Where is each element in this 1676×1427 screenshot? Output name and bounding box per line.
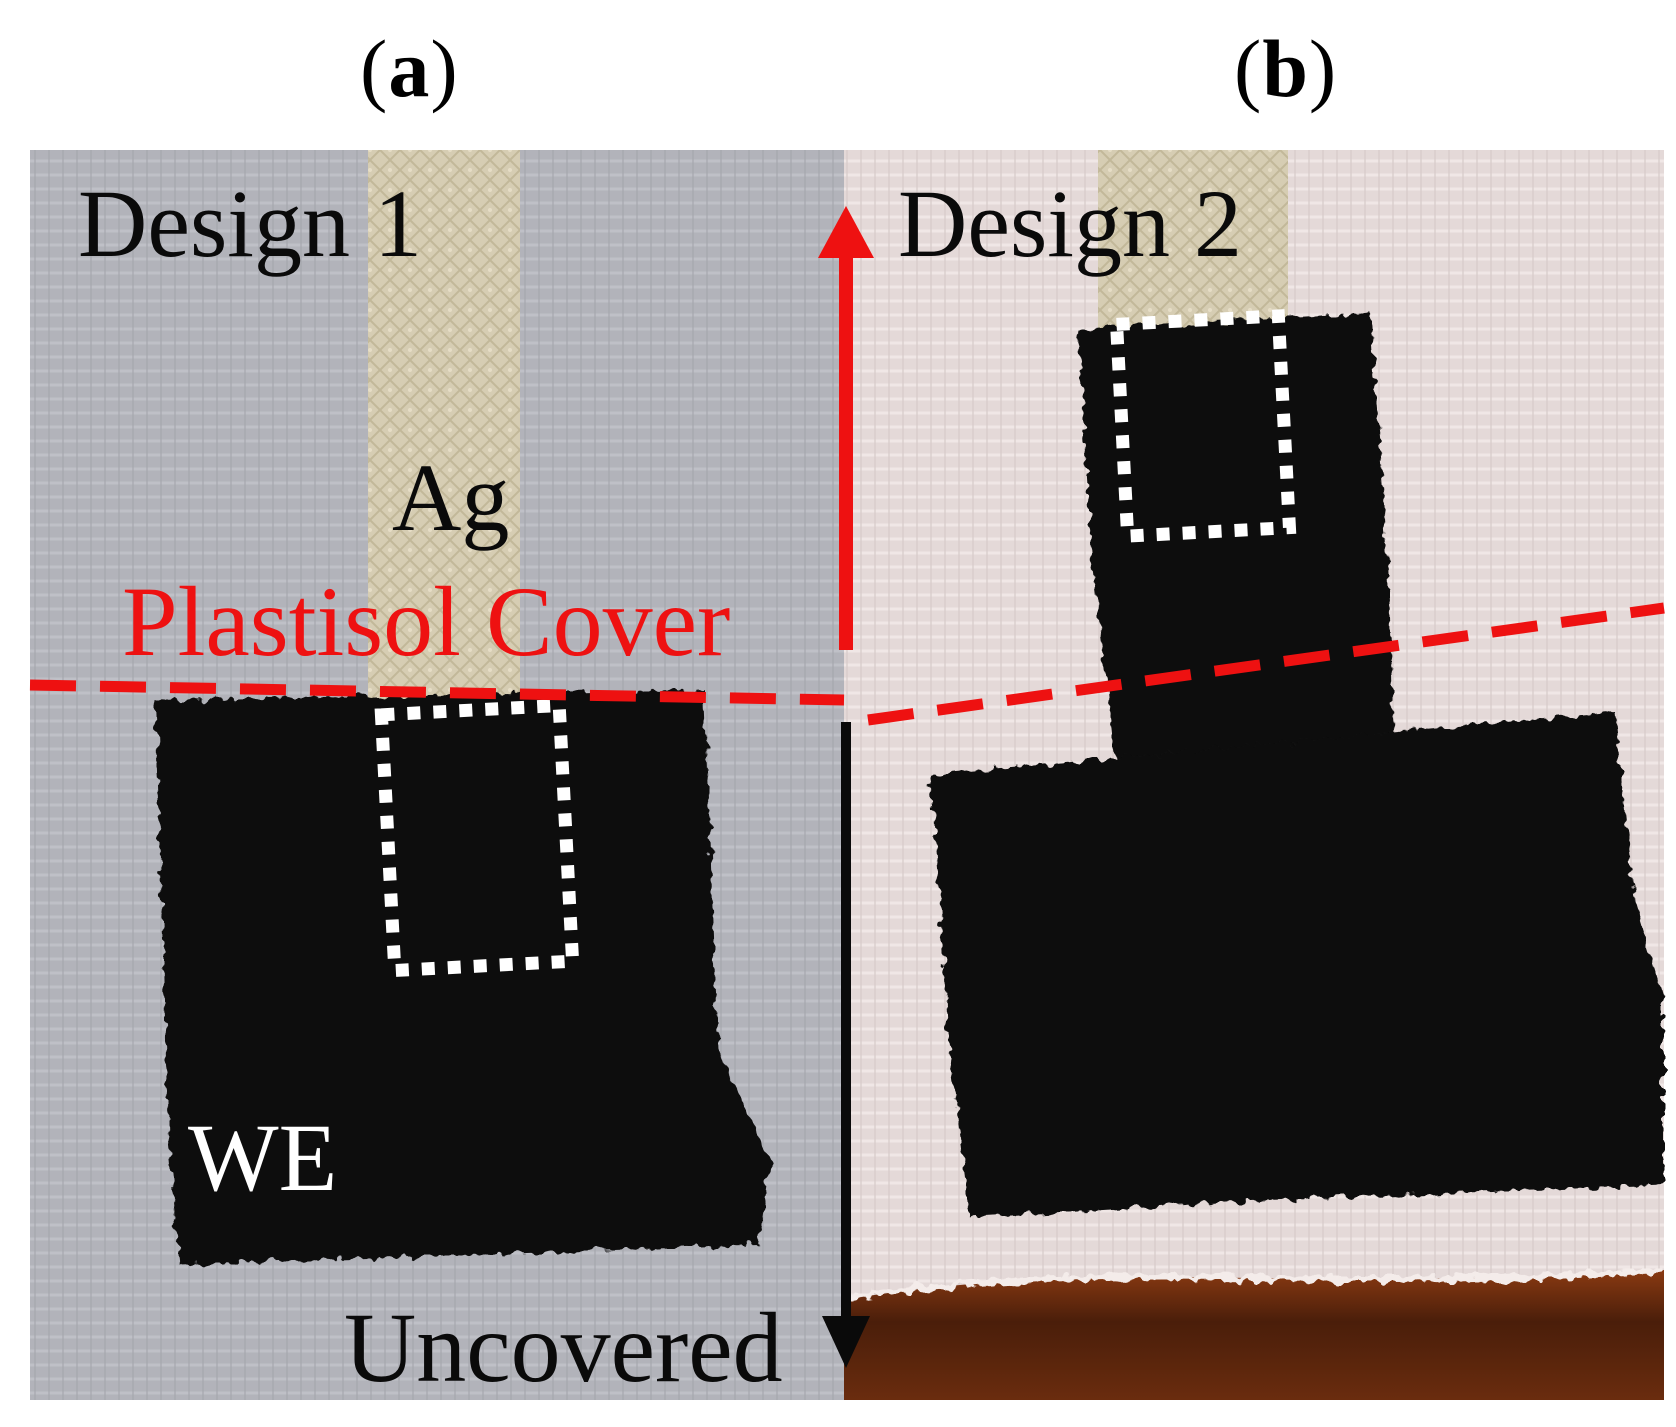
electrode-stem-b (1078, 312, 1395, 780)
panel-label-b: (b) (1234, 28, 1337, 110)
dotted-box-a (374, 698, 580, 978)
design-1-label: Design 1 (78, 170, 422, 277)
paren-close-b: ) (1308, 23, 1338, 114)
paren-open-a: ( (360, 23, 389, 114)
uncovered-arrow-head (822, 1316, 870, 1368)
plastisol-boundary-b (867, 602, 1665, 726)
panel-b-base (844, 1270, 1664, 1400)
plastisol-cover-label: Plastisol Cover (122, 566, 731, 677)
electrode-pad-b (930, 712, 1664, 1218)
uncovered-label: Uncovered (344, 1292, 783, 1403)
working-electrode-a (155, 690, 770, 1265)
covered-arrow-head (818, 206, 874, 258)
working-electrode-label: WE (188, 1104, 338, 1211)
silver-label: Ag (392, 444, 510, 551)
dotted-box-b (1109, 309, 1297, 543)
design-2-label: Design 2 (898, 170, 1242, 277)
panel-b-base-edge (843, 1267, 1665, 1303)
panel-letter-a: a (388, 23, 431, 114)
silver-trace-a (368, 150, 520, 700)
paren-close-a: ) (430, 23, 459, 114)
paren-open-b: ( (1234, 23, 1263, 114)
panel-label-a: (a) (360, 28, 459, 110)
silver-trace-b (1098, 150, 1288, 330)
panel-letter-b: b (1262, 23, 1309, 114)
